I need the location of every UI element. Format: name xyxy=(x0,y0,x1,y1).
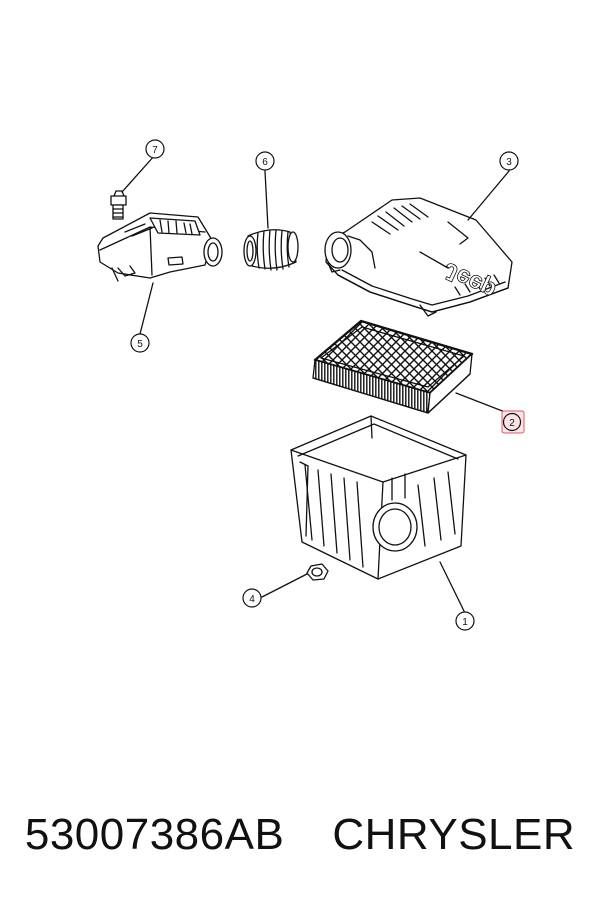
part-5-resonator xyxy=(97,212,223,282)
svg-text:6: 6 xyxy=(262,157,268,168)
callout-6: 6 xyxy=(255,151,275,171)
part-6-hose xyxy=(243,229,299,271)
callout-3: 3 xyxy=(499,151,519,171)
part-1-housing xyxy=(290,415,467,580)
callout-2-highlighted[interactable]: 2 xyxy=(501,410,525,434)
part-3-cover: Jeep xyxy=(324,197,513,317)
svg-text:4: 4 xyxy=(249,594,255,605)
svg-text:2: 2 xyxy=(509,418,515,429)
svg-text:3: 3 xyxy=(506,157,512,168)
svg-text:5: 5 xyxy=(137,339,143,350)
part-4-nut xyxy=(306,563,329,581)
callout-1: 1 xyxy=(455,611,475,631)
svg-text:7: 7 xyxy=(152,145,158,156)
callout-4: 4 xyxy=(242,588,262,608)
part-number: 53007386AB xyxy=(24,810,285,859)
part-2-air-filter xyxy=(312,319,474,414)
callout-5: 5 xyxy=(130,333,150,353)
brand-name: CHRYSLER xyxy=(332,810,576,859)
part-7-bolt xyxy=(110,190,127,220)
part-caption: 53007386AB CHRYSLER xyxy=(0,800,600,870)
svg-text:1: 1 xyxy=(462,617,468,628)
callout-7: 7 xyxy=(145,139,165,159)
